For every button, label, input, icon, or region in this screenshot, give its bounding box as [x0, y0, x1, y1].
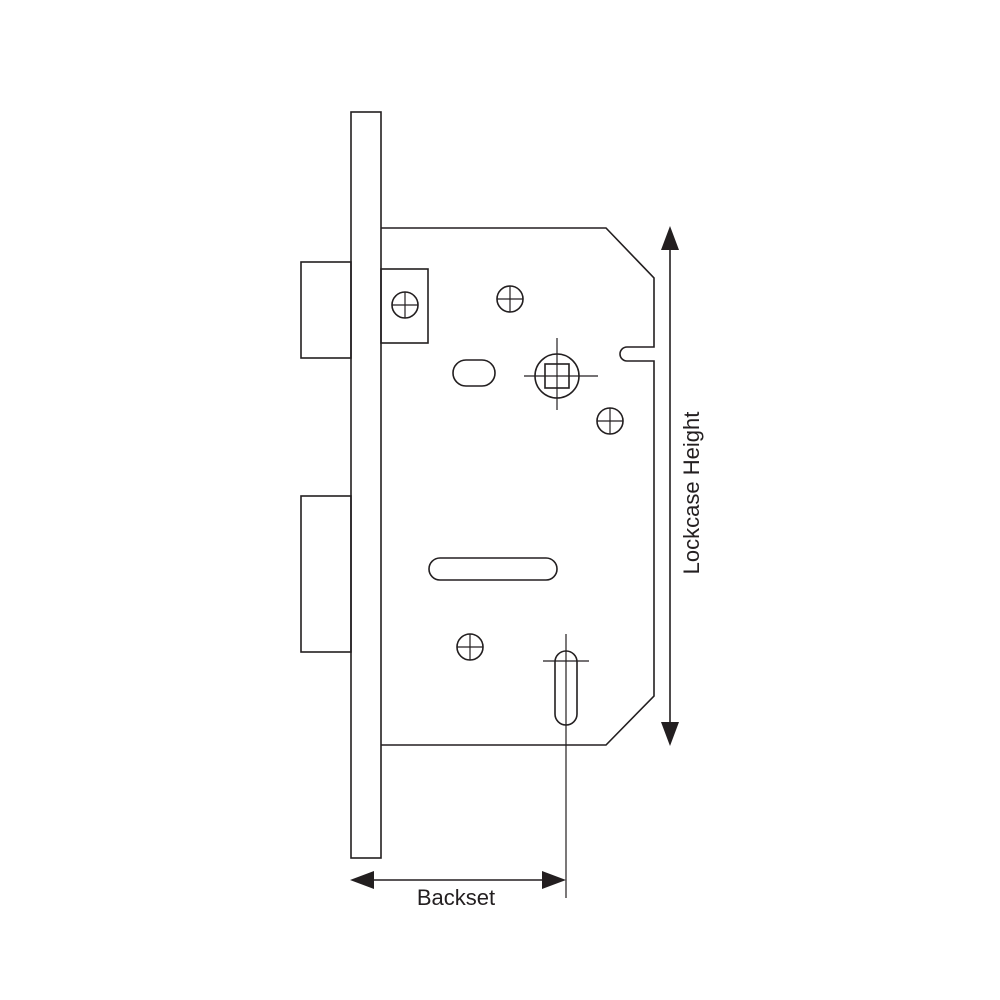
lockcase-body	[381, 227, 655, 746]
screw-icon	[496, 285, 524, 313]
backset-dimension	[350, 871, 566, 889]
backset-label: Backset	[417, 885, 495, 910]
lockcase-height-dimension	[661, 226, 679, 746]
dead-bolt	[300, 495, 352, 653]
latch-bolt	[300, 261, 352, 359]
screw-icon	[596, 407, 624, 435]
keyhole-icon	[543, 634, 589, 898]
lockcase-height-label: Lockcase Height	[679, 412, 704, 575]
oval-slot	[452, 359, 496, 387]
screw-icon	[456, 633, 484, 661]
forend-plate	[350, 111, 382, 859]
latch-bracket	[380, 268, 429, 344]
spindle-follower-icon	[524, 338, 598, 410]
long-slot	[428, 557, 558, 581]
screw-icon	[391, 291, 419, 319]
